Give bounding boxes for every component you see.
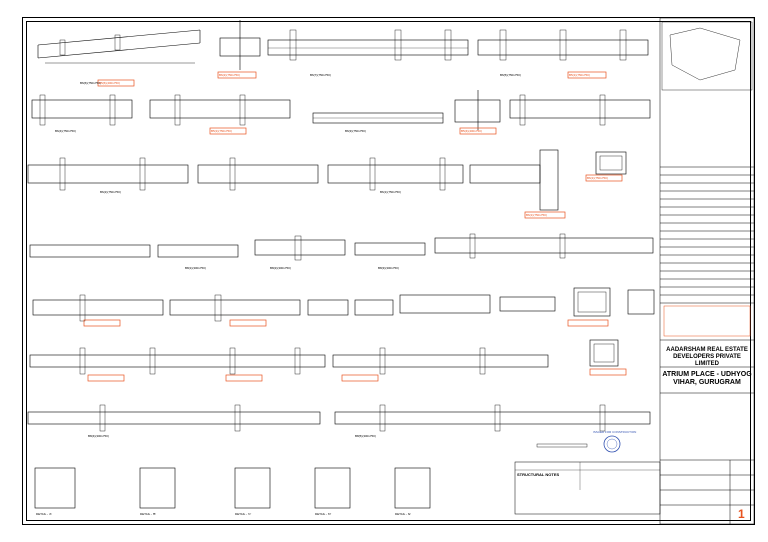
beam-elevation-2 bbox=[219, 20, 261, 70]
highlighted-beam-label: B6(1)(750x750) bbox=[526, 213, 547, 217]
beam-elevation-22 bbox=[354, 299, 394, 316]
detail-label: DETAIL - 'B' bbox=[140, 512, 156, 516]
detail-sketch-b bbox=[139, 467, 176, 509]
beam-label: B6(5)(750x750) bbox=[500, 73, 521, 77]
beam-elevation-14 bbox=[29, 244, 151, 258]
stamp-text: ISSUED FOR CONSTRUCTION bbox=[593, 430, 637, 434]
section-detail-2 bbox=[573, 287, 611, 317]
beam-elevation-12 bbox=[327, 157, 464, 191]
sheet-number: 1 bbox=[738, 507, 745, 521]
beam-elevation-9 bbox=[509, 94, 651, 126]
beam-label: B6(4)(750x750) bbox=[55, 129, 76, 133]
beam-elevation-1 bbox=[37, 29, 201, 64]
beam-elevation-3 bbox=[267, 29, 469, 61]
beam-elevation-20 bbox=[169, 294, 301, 322]
highlighted-beam-label: B5(6)(400x750) bbox=[99, 81, 120, 85]
detail-label: DETAIL - 'E' bbox=[395, 512, 411, 516]
beam-label: B6(3)(750x750) bbox=[345, 129, 366, 133]
detail-sketch-e bbox=[394, 467, 431, 509]
beam-elevation-25 bbox=[29, 347, 326, 375]
project-name: ATRIUM PLACE - UDHYOG VIHAR, GURUGRAM bbox=[662, 371, 752, 386]
detail-sketch-a bbox=[34, 467, 76, 509]
detail-sketch-d bbox=[314, 467, 351, 509]
company-name: AADARSHAM REAL ESTATE DEVELOPERS PRIVATE… bbox=[666, 347, 748, 367]
section-detail-4 bbox=[589, 339, 619, 367]
beam-elevation-4 bbox=[477, 29, 649, 61]
beam-elevation-11 bbox=[197, 157, 319, 191]
beam-elevation-10 bbox=[27, 157, 189, 191]
beam-elevation-8 bbox=[454, 90, 501, 130]
beam-label: B6(7)(750x750) bbox=[310, 73, 331, 77]
beam-elevation-13 bbox=[469, 149, 559, 211]
beam-elevation-27 bbox=[27, 404, 321, 432]
beam-elevation-7 bbox=[312, 112, 444, 124]
stamp-circle bbox=[603, 435, 621, 453]
detail-sketch-c bbox=[234, 467, 271, 509]
detail-label: DETAIL - 'A' bbox=[36, 512, 52, 516]
beam-elevation-19 bbox=[32, 294, 164, 322]
beam-elevation-23 bbox=[399, 294, 491, 314]
beam-elevation-16 bbox=[254, 235, 346, 261]
highlighted-beam-label: B6(1)(750x750) bbox=[587, 176, 608, 180]
highlighted-beam-label: B5(1)(750x750) bbox=[211, 129, 232, 133]
highlighted-beam-label: B5(4)(400x750) bbox=[461, 129, 482, 133]
section-label: B8(3)(300x750) bbox=[378, 266, 399, 270]
beam-elevation-6 bbox=[149, 94, 291, 126]
section-detail-1 bbox=[595, 151, 627, 175]
section-detail-3 bbox=[627, 289, 655, 315]
detail-label: DETAIL - 'D' bbox=[315, 512, 332, 516]
section-label: B8(1)(300x750) bbox=[185, 266, 206, 270]
beam-label: B6(6)(750x750) bbox=[80, 81, 101, 85]
highlighted-beam-label: B5(1)(750x750) bbox=[569, 73, 590, 77]
beam-elevation-24 bbox=[499, 296, 556, 312]
highlighted-beam-label: B6(2)(750x750) bbox=[219, 73, 240, 77]
beam-label: B6(1)(750x750) bbox=[380, 190, 401, 194]
beam-elevation-28 bbox=[334, 404, 651, 432]
section-label: B8(5)(300x750) bbox=[355, 434, 376, 438]
section-label: B8(4)(300x750) bbox=[88, 434, 109, 438]
beam-elevation-15 bbox=[157, 244, 239, 258]
notes-heading: STRUCTURAL NOTES bbox=[517, 472, 560, 477]
beam-elevation-17 bbox=[354, 242, 426, 256]
beam-label: B6(2)(750x750) bbox=[100, 190, 121, 194]
beam-elevation-18 bbox=[434, 233, 654, 259]
scale-bar bbox=[536, 443, 588, 448]
detail-label: DETAIL - 'C' bbox=[235, 512, 252, 516]
section-label: B8(2)(300x750) bbox=[270, 266, 291, 270]
beam-elevation-26 bbox=[332, 347, 549, 375]
beam-elevation-5 bbox=[31, 94, 133, 126]
notes-table bbox=[514, 461, 661, 515]
beam-elevation-21 bbox=[307, 299, 349, 316]
